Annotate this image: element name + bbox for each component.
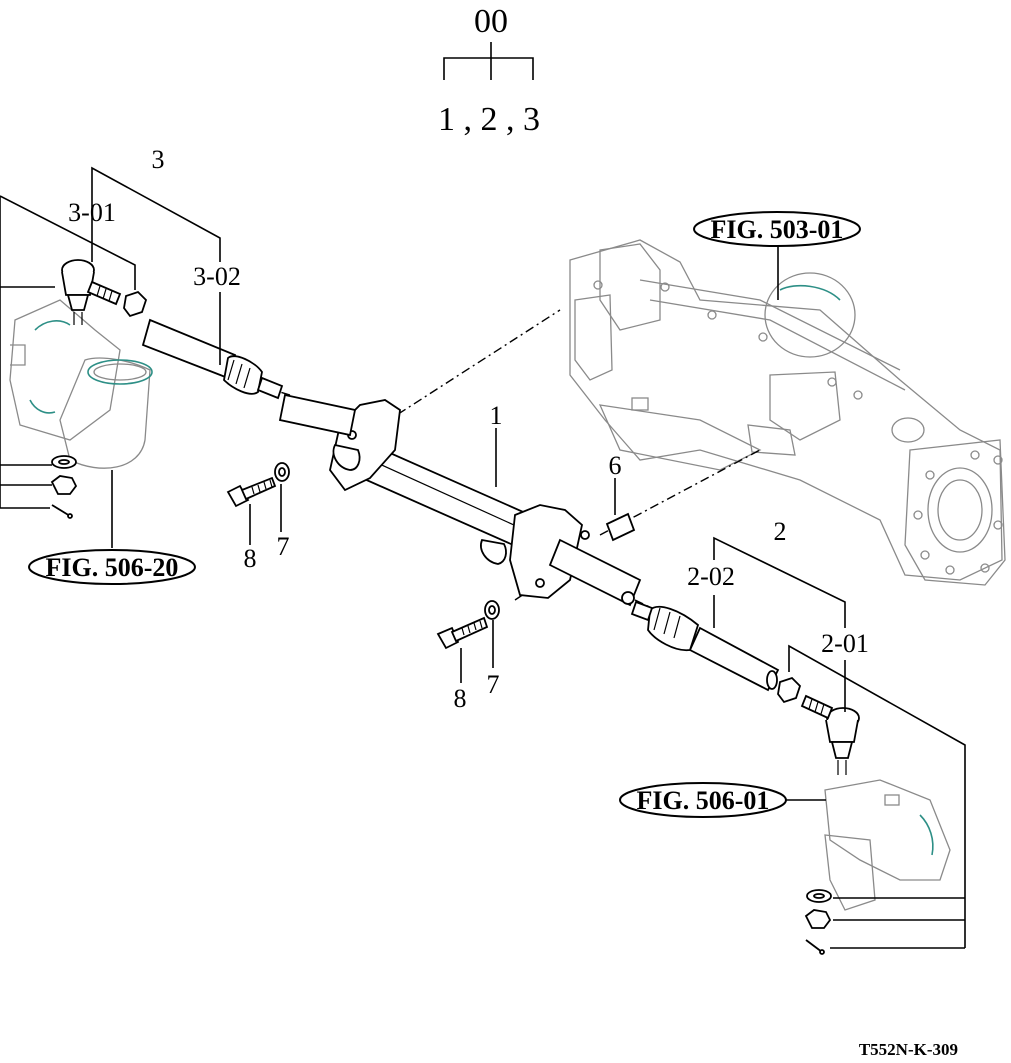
label-2: 2 — [774, 517, 787, 546]
washer-part-7-lower — [484, 600, 500, 620]
label-6: 6 — [609, 451, 622, 480]
left-knuckle-ghost — [9, 299, 153, 469]
bolt-part-8-lower — [436, 616, 489, 650]
fig-ref-503-01: FIG. 503-01 — [693, 211, 861, 247]
label-2-02: 2-02 — [687, 562, 735, 591]
label-2-01: 2-01 — [821, 629, 869, 658]
right-knuckle-ghost — [824, 779, 951, 911]
hardware-left — [50, 455, 78, 519]
hierarchy-children-label: 1 , 2 , 3 — [438, 101, 540, 138]
fig-ref-506-01-text: FIG. 506-01 — [637, 786, 770, 815]
label-3: 3 — [152, 145, 165, 174]
hardware-right — [804, 889, 832, 955]
part-labels: 3 3-01 3-02 1 6 7 8 2 2-02 2-01 7 8 — [68, 145, 869, 713]
washer-part-7-upper — [274, 462, 290, 482]
steering-cylinder — [278, 393, 642, 607]
nut-2 — [777, 676, 802, 704]
label-3-02: 3-02 — [193, 262, 241, 291]
center-lines — [239, 309, 761, 613]
hierarchy-header: 00 1 , 2 , 3 — [438, 3, 540, 138]
fig-ref-506-01: FIG. 506-01 — [619, 782, 787, 818]
bolt-part-8-upper — [226, 476, 277, 508]
pin-part-6 — [605, 512, 636, 542]
label-8-lower: 8 — [454, 684, 467, 713]
label-3-01: 3-01 — [68, 198, 116, 227]
fig-ref-506-20-text: FIG. 506-20 — [46, 553, 179, 582]
hierarchy-bracket — [443, 42, 534, 80]
label-7-lower: 7 — [487, 670, 500, 699]
fig-ref-506-20: FIG. 506-20 — [28, 549, 196, 585]
label-8-upper: 8 — [244, 544, 257, 573]
nut-3 — [123, 290, 148, 318]
label-7-upper: 7 — [277, 532, 290, 561]
axle-housing-ghost — [569, 239, 1006, 586]
hierarchy-parent-label: 00 — [474, 3, 508, 40]
fig-ref-503-01-text: FIG. 503-01 — [711, 215, 844, 244]
drawing-code: T552N-K-309 — [859, 1040, 958, 1059]
label-1: 1 — [490, 401, 503, 430]
tie-rod-3 — [141, 318, 284, 400]
tie-rod-end-3-01 — [61, 259, 122, 325]
tie-rod-2 — [630, 600, 780, 692]
leader-lines — [0, 166, 966, 949]
tie-rod-end-2-01 — [800, 694, 860, 775]
